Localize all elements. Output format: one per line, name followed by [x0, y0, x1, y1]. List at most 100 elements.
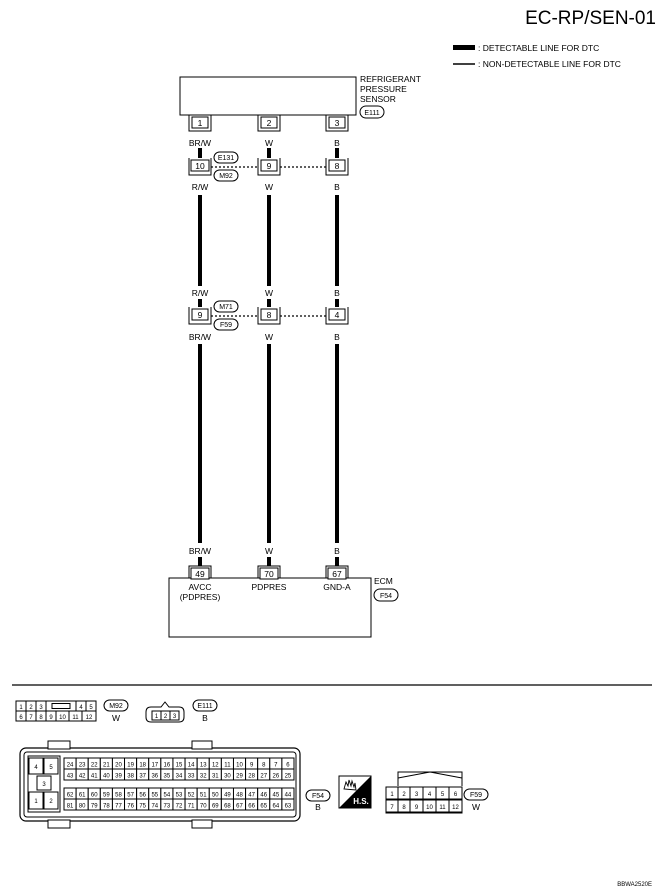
f54-pin-number: 34	[176, 774, 183, 780]
joint2-color-below-1: BR/W	[189, 332, 211, 342]
e111-color: B	[202, 713, 208, 723]
f54-pin-number: 58	[115, 793, 122, 799]
sensor-pin-3: 3	[335, 118, 340, 128]
f54-pin-number: 27	[260, 774, 267, 780]
ecm-module: BR/W W B 49 70 67 AVCC (PDPRES) PDPRES G…	[168, 546, 399, 638]
f54-pin-number: 26	[272, 774, 279, 780]
hs-badge: H.S.	[338, 775, 372, 809]
f54-pin-number: 32	[200, 774, 207, 780]
f54-pin-number: 24	[67, 763, 74, 769]
m92-id: M92	[109, 703, 123, 710]
joint1-color-below-3: B	[334, 182, 340, 192]
f54-pin-number: 51	[200, 793, 207, 799]
ecm-terminal-gnd-a: GND-A	[323, 582, 351, 592]
f54-pin-number: 53	[176, 793, 183, 799]
svg-text:3: 3	[415, 792, 419, 798]
joint1-color-below-1: R/W	[192, 182, 209, 192]
ecm-body	[168, 577, 372, 638]
f54-pin-number: 30	[224, 774, 231, 780]
svg-text:1: 1	[19, 705, 23, 711]
joint1-pin-9: 9	[267, 161, 272, 171]
svg-text:1: 1	[390, 792, 394, 798]
f54-pin-number: 56	[139, 793, 146, 799]
svg-text:1: 1	[34, 799, 38, 805]
f54-pin-number: 23	[79, 763, 86, 769]
f54-pin-number: 49	[224, 793, 231, 799]
svg-text:2: 2	[164, 714, 168, 720]
f54-pin-number: 54	[164, 793, 171, 799]
joint2-pin-8: 8	[267, 310, 272, 320]
svg-text:5: 5	[49, 765, 53, 771]
f54-pin-number: 70	[200, 804, 207, 810]
f54-pin-number: 17	[151, 763, 158, 769]
legend: : DETECTABLE LINE FOR DTC : NON-DETECTAB…	[453, 43, 621, 69]
sensor-name-line-2: PRESSURE	[360, 84, 407, 94]
f54-pin-number: 68	[224, 804, 231, 810]
sensor-connector-label: E111	[364, 110, 379, 117]
joint1-color-below-2: W	[265, 182, 273, 192]
refrigerant-pressure-sensor: REFRIGERANT PRESSURE SENSOR E111 1 2 3 B…	[179, 74, 421, 148]
m92-color: W	[112, 713, 120, 723]
joint-connector-e131-m92: 10 9 8 E131 M92 R/W W B	[188, 151, 349, 192]
f54-pin-number: 36	[151, 774, 158, 780]
f54-pin-number: 7	[274, 763, 278, 769]
f54-pin-number: 81	[67, 804, 74, 810]
f54-pin-number: 80	[79, 804, 86, 810]
figure-reference: BBWA2520E	[617, 882, 652, 888]
sensor-wire-color-3: B	[334, 138, 340, 148]
f54-pin-number: 63	[285, 804, 292, 810]
f54-pin-number: 61	[79, 793, 86, 799]
ecm-color-above-3: B	[334, 546, 340, 556]
joint2-connector-top-badge	[213, 300, 239, 313]
f54-pin-number: 28	[248, 774, 255, 780]
f54-pin-number: 55	[151, 793, 158, 799]
f54-pin-number: 19	[127, 763, 134, 769]
svg-text:4: 4	[79, 705, 83, 711]
svg-text:6: 6	[454, 792, 458, 798]
f54-pin-number: 57	[127, 793, 134, 799]
f54-pin-number: 67	[236, 804, 243, 810]
f54-pin-number: 78	[103, 804, 110, 810]
f54-pin-number: 6	[286, 763, 290, 769]
f54-pin-number: 59	[103, 793, 110, 799]
f54-pin-number: 13	[200, 763, 207, 769]
f54-id: F54	[312, 793, 324, 800]
joint2-color-below-2: W	[265, 332, 273, 342]
e111-id-badge	[192, 699, 218, 712]
legend-detectable-swatch	[453, 45, 475, 50]
svg-text:10: 10	[426, 805, 433, 811]
sensor-wire-color-2: W	[265, 138, 273, 148]
f54-pin-number: 69	[212, 804, 219, 810]
f54-pin-number: 16	[164, 763, 171, 769]
ecm-color-above-1: BR/W	[189, 546, 211, 556]
svg-text:4: 4	[428, 792, 432, 798]
f54-pin-number: 10	[236, 763, 243, 769]
joint1-connector-bottom-label: M92	[219, 173, 233, 180]
svg-text:11: 11	[439, 805, 446, 811]
f54-pin-number: 66	[248, 804, 255, 810]
joint2-color-above-3: B	[334, 288, 340, 298]
f54-pin-number: 41	[91, 774, 98, 780]
svg-text:4: 4	[34, 765, 38, 771]
hs-label: H.S.	[353, 797, 369, 806]
sensor-pin-1: 1	[198, 118, 203, 128]
f54-pin-number: 77	[115, 804, 122, 810]
svg-text:5: 5	[441, 792, 445, 798]
connector-face-m92: 1 2 3 4 5 6 7 8 9 10 11 12 M92 W	[15, 699, 129, 723]
joint2-color-below-3: B	[334, 332, 340, 342]
joint2-connector-top-label: M71	[219, 304, 233, 311]
connector-face-f59: 1 2 3 4 5 6 7 8 9 10 11 12 F59 W	[385, 771, 489, 814]
svg-text:8: 8	[39, 715, 43, 721]
svg-text:10: 10	[59, 715, 66, 721]
f54-pin-number: 62	[67, 793, 74, 799]
sensor-wire-color-1: BR/W	[189, 138, 211, 148]
svg-text:2: 2	[49, 799, 53, 805]
svg-text:9: 9	[49, 715, 53, 721]
f54-pin-number: 38	[127, 774, 134, 780]
sensor-name-line-3: SENSOR	[360, 94, 396, 104]
f54-pin-number: 31	[212, 774, 219, 780]
f54-pin-number: 11	[224, 763, 231, 769]
f59-id: F59	[470, 792, 482, 799]
f54-pin-number: 71	[188, 804, 195, 810]
